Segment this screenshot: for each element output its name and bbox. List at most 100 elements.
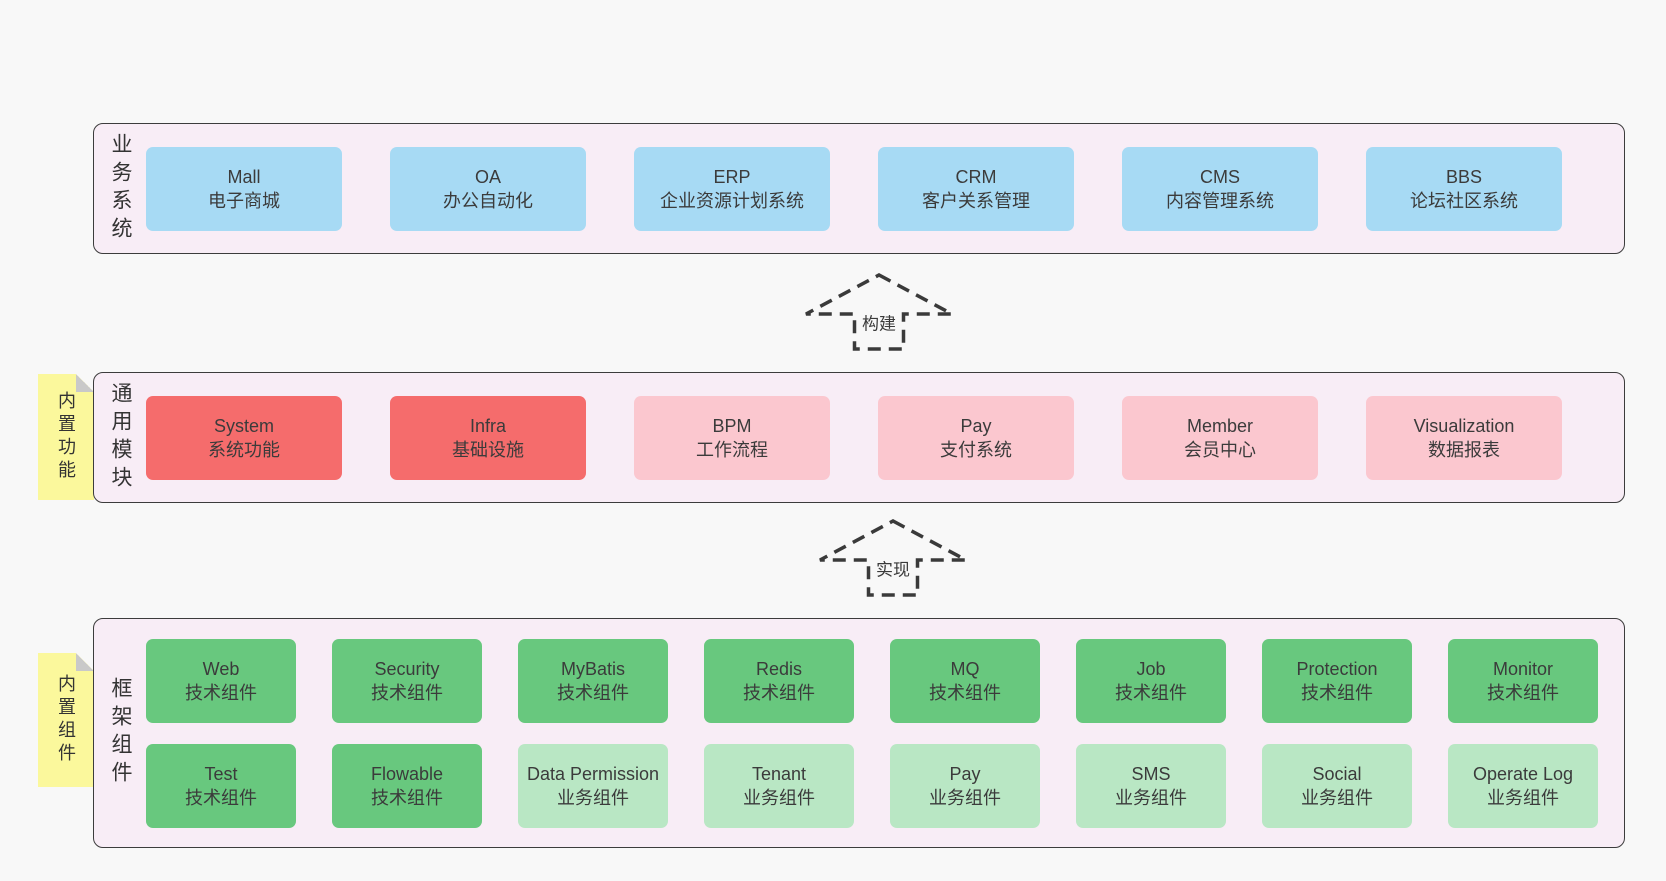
box-infra: Infra 基础设施 bbox=[390, 395, 586, 480]
box-subtitle: 技术组件 bbox=[185, 682, 257, 703]
box-subtitle: 技术组件 bbox=[1301, 682, 1373, 703]
box-title: OA bbox=[474, 166, 501, 187]
box-operate-log: Operate Log 业务组件 bbox=[1448, 743, 1598, 828]
box-redis: Redis 技术组件 bbox=[704, 638, 854, 723]
box-subtitle: 办公自动化 bbox=[443, 190, 533, 211]
note-text: 内置功能 bbox=[56, 391, 76, 483]
up-arrow-icon bbox=[805, 273, 953, 351]
box-title: MQ bbox=[950, 658, 980, 679]
box-title: Member bbox=[1186, 415, 1253, 436]
box-subtitle: 业务组件 bbox=[1115, 787, 1187, 808]
box-subtitle: 会员中心 bbox=[1184, 439, 1256, 460]
box-crm: CRM 客户关系管理 bbox=[878, 146, 1074, 231]
box-subtitle: 客户关系管理 bbox=[922, 190, 1030, 211]
box-title: MyBatis bbox=[560, 658, 625, 679]
box-visualization: Visualization 数据报表 bbox=[1366, 395, 1562, 480]
up-arrow-icon bbox=[819, 519, 967, 597]
box-bpm: BPM 工作流程 bbox=[634, 395, 830, 480]
business-systems-row: Mall 电子商城 OA 办公自动化 ERP 企业资源计划系统 CRM 客户关系… bbox=[146, 146, 1562, 231]
box-subtitle: 数据报表 bbox=[1428, 439, 1500, 460]
box-mq: MQ 技术组件 bbox=[890, 638, 1040, 723]
box-social: Social 业务组件 bbox=[1262, 743, 1412, 828]
box-subtitle: 技术组件 bbox=[743, 682, 815, 703]
box-mall: Mall 电子商城 bbox=[146, 146, 342, 231]
box-title: Social bbox=[1312, 763, 1362, 784]
box-subtitle: 内容管理系统 bbox=[1166, 190, 1274, 211]
box-title: Test bbox=[204, 763, 238, 784]
box-subtitle: 业务组件 bbox=[743, 787, 815, 808]
note-built-in-features: 内置功能 bbox=[38, 374, 94, 500]
box-sms: SMS 业务组件 bbox=[1076, 743, 1226, 828]
box-subtitle: 技术组件 bbox=[929, 682, 1001, 703]
tier-business-systems: 业务系统 Mall 电子商城 OA 办公自动化 ERP 企业资源计划系统 CRM… bbox=[93, 123, 1625, 254]
framework-components-rows: Web 技术组件 Security 技术组件 MyBatis 技术组件 Redi… bbox=[146, 638, 1598, 828]
box-pay-component: Pay 业务组件 bbox=[890, 743, 1040, 828]
box-security: Security 技术组件 bbox=[332, 638, 482, 723]
folded-corner-icon bbox=[76, 374, 94, 392]
box-title: Flowable bbox=[370, 763, 444, 784]
tier-framework-components: 框架组件 Web 技术组件 Security 技术组件 MyBatis 技术组件… bbox=[93, 618, 1625, 848]
box-member: Member 会员中心 bbox=[1122, 395, 1318, 480]
box-protection: Protection 技术组件 bbox=[1262, 638, 1412, 723]
box-subtitle: 技术组件 bbox=[371, 682, 443, 703]
box-subtitle: 基础设施 bbox=[452, 439, 524, 460]
box-job: Job 技术组件 bbox=[1076, 638, 1226, 723]
box-title: Job bbox=[1136, 658, 1166, 679]
box-pay-module: Pay 支付系统 bbox=[878, 395, 1074, 480]
arrow-label-build: 构建 bbox=[858, 308, 900, 336]
box-tenant: Tenant 业务组件 bbox=[704, 743, 854, 828]
tier-label-business-systems: 业务系统 bbox=[109, 132, 132, 245]
box-subtitle: 业务组件 bbox=[1301, 787, 1373, 808]
box-title: Visualization bbox=[1413, 415, 1515, 436]
note-text: 内置组件 bbox=[56, 674, 76, 766]
box-data-permission: Data Permission 业务组件 bbox=[518, 743, 668, 828]
box-subtitle: 系统功能 bbox=[208, 439, 280, 460]
box-oa: OA 办公自动化 bbox=[390, 146, 586, 231]
arrow-label-implement: 实现 bbox=[872, 554, 914, 582]
box-subtitle: 工作流程 bbox=[696, 439, 768, 460]
box-subtitle: 技术组件 bbox=[185, 787, 257, 808]
box-subtitle: 业务组件 bbox=[1487, 787, 1559, 808]
box-web: Web 技术组件 bbox=[146, 638, 296, 723]
box-cms: CMS 内容管理系统 bbox=[1122, 146, 1318, 231]
box-title: System bbox=[213, 415, 274, 436]
box-subtitle: 业务组件 bbox=[929, 787, 1001, 808]
box-flowable: Flowable 技术组件 bbox=[332, 743, 482, 828]
box-subtitle: 支付系统 bbox=[940, 439, 1012, 460]
box-title: Tenant bbox=[751, 763, 807, 784]
note-built-in-components: 内置组件 bbox=[38, 653, 94, 787]
implement-arrow: 实现 bbox=[818, 518, 968, 598]
box-monitor: Monitor 技术组件 bbox=[1448, 638, 1598, 723]
box-subtitle: 技术组件 bbox=[557, 682, 629, 703]
box-title: Redis bbox=[755, 658, 803, 679]
box-subtitle: 业务组件 bbox=[557, 787, 629, 808]
box-test: Test 技术组件 bbox=[146, 743, 296, 828]
box-subtitle: 技术组件 bbox=[371, 787, 443, 808]
box-title: Operate Log bbox=[1472, 763, 1574, 784]
box-subtitle: 技术组件 bbox=[1487, 682, 1559, 703]
box-subtitle: 技术组件 bbox=[1115, 682, 1187, 703]
box-subtitle: 电子商城 bbox=[208, 190, 280, 211]
box-erp: ERP 企业资源计划系统 bbox=[634, 146, 830, 231]
box-title: Infra bbox=[469, 415, 507, 436]
box-title: Pay bbox=[949, 763, 981, 784]
box-subtitle: 论坛社区系统 bbox=[1410, 190, 1518, 211]
folded-corner-icon bbox=[76, 653, 94, 671]
box-title: Protection bbox=[1296, 658, 1378, 679]
box-subtitle: 企业资源计划系统 bbox=[660, 190, 804, 211]
framework-row-1: Web 技术组件 Security 技术组件 MyBatis 技术组件 Redi… bbox=[146, 638, 1598, 723]
box-title: BBS bbox=[1445, 166, 1483, 187]
box-title: Security bbox=[374, 658, 440, 679]
tier-common-modules: 通用模块 System 系统功能 Infra 基础设施 BPM 工作流程 Pay… bbox=[93, 372, 1625, 503]
box-title: BPM bbox=[712, 415, 752, 436]
box-title: Pay bbox=[960, 415, 992, 436]
box-title: Web bbox=[202, 658, 240, 679]
box-bbs: BBS 论坛社区系统 bbox=[1366, 146, 1562, 231]
tier-label-framework-components: 框架组件 bbox=[109, 677, 132, 789]
tier-label-common-modules: 通用模块 bbox=[109, 381, 132, 494]
build-arrow: 构建 bbox=[804, 272, 954, 352]
box-title: CRM bbox=[955, 166, 997, 187]
box-title: Data Permission bbox=[526, 763, 660, 784]
box-title: ERP bbox=[713, 166, 751, 187]
